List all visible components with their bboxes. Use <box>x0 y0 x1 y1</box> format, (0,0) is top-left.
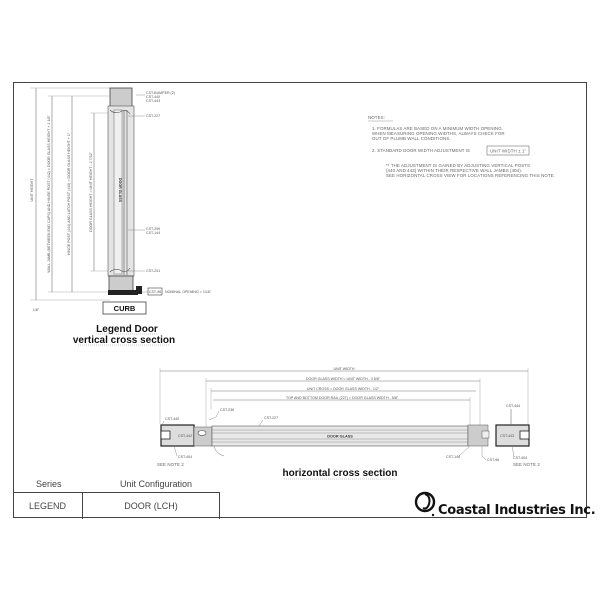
svg-text:Legend Door: Legend Door <box>96 324 158 335</box>
svg-text:(440 AND 443) WITHIN THEIR RES: (440 AND 443) WITHIN THEIR RESPECTIVE WA… <box>386 168 522 173</box>
svg-text:CST-404: CST-404 <box>178 455 192 459</box>
unit-configuration-value: DOOR (LCH) <box>124 501 178 511</box>
svg-text:NOTES:: NOTES: <box>368 115 385 120</box>
svg-text:WHEN MEASURING OPENING WIDTHS,: WHEN MEASURING OPENING WIDTHS, ALWAYS CH… <box>372 131 505 136</box>
svg-text:WALL JAMB (BETWEEN END CAPS) A: WALL JAMB (BETWEEN END CAPS) AND HINGE P… <box>47 115 51 273</box>
svg-text:vertical cross section: vertical cross section <box>73 335 175 346</box>
series-header: Series <box>36 479 62 489</box>
svg-text:CURB: CURB <box>114 304 136 313</box>
svg-text:CST-259: CST-259 <box>146 227 160 231</box>
svg-text:CST-241: CST-241 <box>146 269 160 273</box>
svg-text:CST-227: CST-227 <box>146 114 160 118</box>
svg-text:DOOR GLASS: DOOR GLASS <box>118 178 122 203</box>
svg-text:CST-BUMPER (2): CST-BUMPER (2) <box>146 91 175 95</box>
notes-block: NOTES: 1. FORMULAS ARE BASED ON A MINIMU… <box>368 115 555 178</box>
svg-text:CST-440: CST-440 <box>165 417 179 421</box>
svg-text:** THE ADJUSTMENT IS GAINED BY: ** THE ADJUSTMENT IS GAINED BY ADJUSTING… <box>386 163 530 168</box>
svg-text:CST-96: CST-96 <box>149 290 161 294</box>
svg-text:DOOR GLASS WIDTH = UNIT WIDTH: DOOR GLASS WIDTH = UNIT WIDTH - 3 5/8" <box>306 377 381 381</box>
svg-text:UNIT WIDTH: UNIT WIDTH <box>333 367 354 371</box>
svg-text:CST-404: CST-404 <box>513 456 527 460</box>
svg-text:CST-442: CST-442 <box>178 434 192 438</box>
svg-text:CST-227: CST-227 <box>264 416 278 420</box>
vertical-cross-section: UNIT HEIGHT WALL JAMB (BETWEEN END CAPS)… <box>30 87 212 346</box>
svg-text:CST-96: CST-96 <box>487 458 499 462</box>
svg-text:SEE NOTE 2: SEE NOTE 2 <box>513 462 540 467</box>
horizontal-cross-section: UNIT WIDTH DOOR GLASS WIDTH = UNIT WIDTH… <box>157 367 540 480</box>
coastal-logo-icon <box>414 491 436 517</box>
svg-text:OUT OF PLUMB WALL CONDITIONS.: OUT OF PLUMB WALL CONDITIONS. <box>372 136 451 141</box>
svg-text:CST-144: CST-144 <box>446 455 460 459</box>
company-name: Coastal Industries Inc. <box>438 503 596 518</box>
svg-text:UNIT CROSS = DOOR GLASS WIDTH: UNIT CROSS = DOOR GLASS WIDTH - 1/2" <box>307 387 380 391</box>
drawing-sheet <box>13 82 587 518</box>
svg-text:SEE HORIZONTAL CROSS VIEW FOR: SEE HORIZONTAL CROSS VIEW FOR LOCATIONS … <box>386 173 555 178</box>
svg-text:TOP AND BOTTOM DOOR RAIL (227): TOP AND BOTTOM DOOR RAIL (227) = DOOR GL… <box>286 396 399 400</box>
svg-text:SEE NOTE 2: SEE NOTE 2 <box>157 462 184 467</box>
svg-text:1/8": 1/8" <box>33 308 40 312</box>
svg-text:CST-144: CST-144 <box>146 231 160 235</box>
svg-text:CST-440: CST-440 <box>146 95 160 99</box>
unit-configuration-value-cell: DOOR (LCH) <box>82 492 220 519</box>
unit-configuration-header: Unit Configuration <box>120 479 193 489</box>
svg-text:UNIT WIDTH ± 1": UNIT WIDTH ± 1" <box>490 149 526 154</box>
svg-text:horizontal cross section: horizontal cross section <box>282 468 397 479</box>
svg-text:CST-444: CST-444 <box>506 404 520 408</box>
svg-text:UNIT HEIGHT: UNIT HEIGHT <box>30 178 34 202</box>
series-value: LEGEND <box>28 501 66 511</box>
svg-text:1. FORMULAS ARE BASED ON A M: 1. FORMULAS ARE BASED ON A MINIMUM WIDTH… <box>372 126 503 131</box>
svg-text:NOMINAL OPENING = 1/16": NOMINAL OPENING = 1/16" <box>165 290 212 294</box>
svg-text:DOOR GLASS HEIGHT = UNIT HEIGH: DOOR GLASS HEIGHT = UNIT HEIGHT - 2 7/32… <box>89 151 93 231</box>
svg-text:DOOR GLASS: DOOR GLASS <box>327 435 353 439</box>
svg-text:CST-443: CST-443 <box>146 99 160 103</box>
svg-text:CST-236: CST-236 <box>220 408 234 412</box>
svg-text:HINGE POST (444) AND LATCH POS: HINGE POST (444) AND LATCH POST (440) = … <box>67 132 71 255</box>
curb-box <box>102 301 147 315</box>
svg-text:2. STANDARD DOOR WIDTH ADJUS: 2. STANDARD DOOR WIDTH ADJUSTMENT IS <box>372 148 470 153</box>
series-value-cell: LEGEND <box>13 492 83 519</box>
svg-text:CST-443: CST-443 <box>500 434 514 438</box>
